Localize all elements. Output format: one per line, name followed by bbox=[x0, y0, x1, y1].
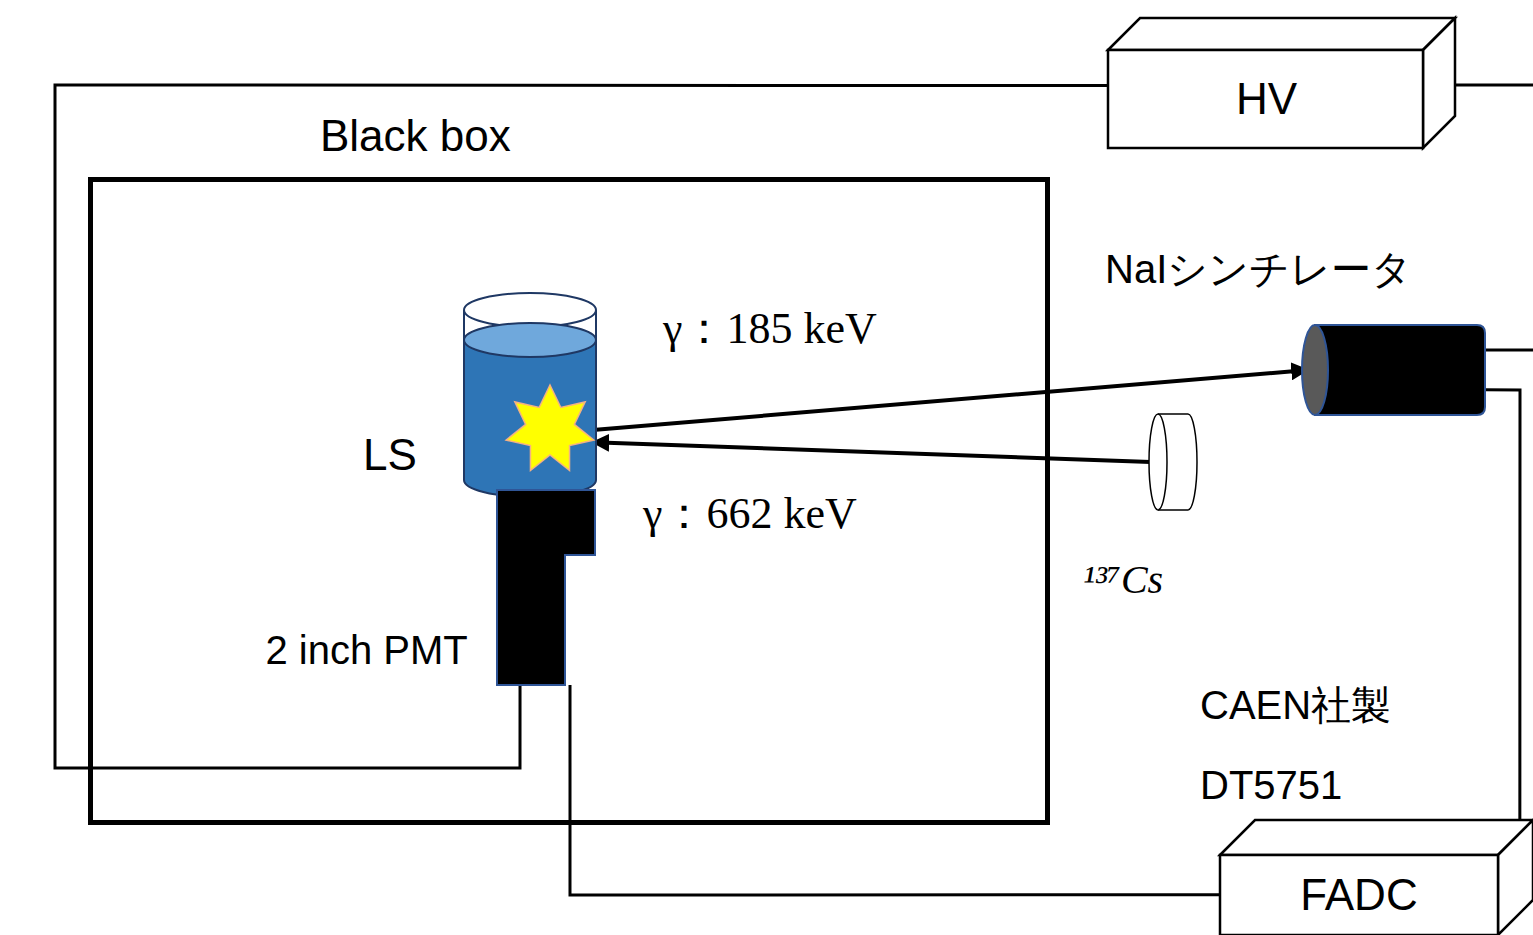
cs137-source-outline bbox=[1148, 412, 1203, 512]
device-label: FADC bbox=[1220, 855, 1498, 935]
device-label: HV bbox=[1108, 50, 1425, 148]
nai-hv-wire bbox=[1485, 349, 1533, 352]
model-label: CAEN社製 DT5751 bbox=[1200, 665, 1500, 825]
liquid-scintillator-outline bbox=[463, 292, 597, 495]
signal-wire bbox=[55, 85, 1108, 768]
source-label: ¹³⁷Cs bbox=[1083, 554, 1163, 606]
part-label: LS bbox=[363, 429, 417, 481]
black-box: LS2 inch PMTBlack box bbox=[88, 177, 1050, 825]
gamma-arrow bbox=[593, 370, 1307, 430]
pmt-tube-outline bbox=[497, 490, 595, 685]
hv-output-wire bbox=[1455, 84, 1533, 87]
hv-supply-box: HV bbox=[1108, 18, 1455, 148]
signal-wire bbox=[1485, 390, 1520, 820]
box-heading: Black box bbox=[320, 110, 511, 162]
part-label: NaIシンチレータ bbox=[1105, 243, 1412, 295]
part-label: 2 inch PMT bbox=[265, 624, 467, 676]
nai-scintillator: NaIシンチレータ bbox=[1300, 325, 1485, 415]
fadc-box: FADC bbox=[1220, 820, 1533, 935]
nai-scintillator-outline bbox=[1300, 325, 1485, 415]
energy-label: γ：185 keV bbox=[660, 303, 880, 355]
energy-label: γ：662 keV bbox=[640, 488, 860, 540]
cs137-source: ¹³⁷Cs bbox=[1148, 412, 1203, 512]
pmt-tube: 2 inch PMT bbox=[497, 490, 595, 685]
liquid-scintillator: LS bbox=[463, 292, 597, 495]
gamma-arrow bbox=[593, 442, 1151, 462]
signal-wire bbox=[570, 685, 1220, 895]
